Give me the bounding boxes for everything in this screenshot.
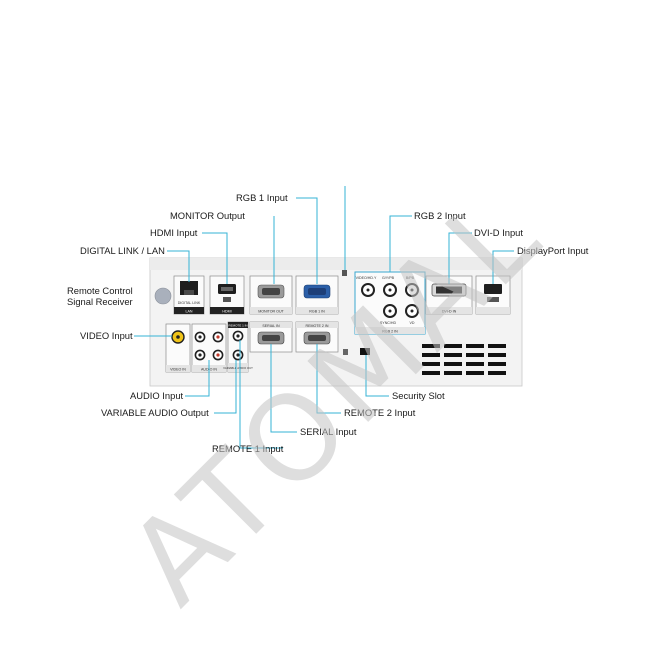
label-security-slot: Security Slot xyxy=(392,390,445,401)
vent-grille xyxy=(422,344,506,375)
serial-in-port-block: SERIAL IN xyxy=(249,321,293,353)
rgb2-mark-top-right: B/PB xyxy=(406,276,415,280)
remote-receiver-sensor xyxy=(154,287,172,305)
digital-link-port-block: DIGITAL LINK LAN xyxy=(173,275,205,315)
label-remote-control-line2: Signal Receiver xyxy=(67,296,133,307)
rgb1-in-mark: RGB 1 IN xyxy=(309,310,325,314)
lan-mark: LAN xyxy=(186,310,193,314)
label-hdmi-input: HDMI Input xyxy=(150,227,198,238)
rgb2-mark-bottom-right: VD xyxy=(410,321,415,325)
security-lock-icon xyxy=(343,349,348,355)
rgb2-mark-bottom-left: SYNC/HD xyxy=(380,321,397,325)
label-rgb1-input: RGB 1 Input xyxy=(236,192,288,203)
monitor-out-port-block: MONITOR OUT xyxy=(249,275,293,315)
security-slot xyxy=(360,348,370,355)
monitor-out-mark: MONITOR OUT xyxy=(258,310,284,314)
callout-labels: RGB 1 Input MONITOR Output HDMI Input DI… xyxy=(67,192,589,454)
label-digital-link-lan: DIGITAL LINK / LAN xyxy=(80,245,165,256)
hdmi-mark: HDMI xyxy=(222,310,231,314)
remote1-in-mark: REMOTE 1 IN xyxy=(228,324,247,328)
label-displayport-input: DisplayPort Input xyxy=(517,245,589,256)
rgb2-in-mark: RGB 2 IN xyxy=(382,330,398,334)
leader-lines xyxy=(134,186,514,449)
label-variable-audio-output: VARIABLE AUDIO Output xyxy=(101,407,209,418)
rgb2-mark-top-left: VIDEO/HD.Y xyxy=(356,276,377,280)
lock-indicator-icon xyxy=(342,270,347,276)
label-video-input: VIDEO Input xyxy=(80,330,133,341)
video-in-port-block: VIDEO IN xyxy=(165,323,191,373)
digital-link-mark: DIGITAL LINK xyxy=(178,301,201,305)
dvid-in-mark: DVI-D IN xyxy=(442,310,457,314)
label-serial-input: SERIAL Input xyxy=(300,426,357,437)
rgb2-mark-top-mid: G/Y/PB xyxy=(382,276,395,280)
label-rgb2-input: RGB 2 Input xyxy=(414,210,466,221)
label-remote-control-line1: Remote Control xyxy=(67,285,133,296)
serial-in-mark: SERIAL IN xyxy=(262,324,280,328)
rgb2-in-port-block: VIDEO/HD.Y G/Y/PB B/PB SYNC/HD VD RGB 2 … xyxy=(354,271,426,335)
video-in-mark: VIDEO IN xyxy=(170,368,186,372)
variable-audio-out-mark: VARIABLE AUDIO OUT xyxy=(223,366,253,370)
label-dvid-input: DVI-D Input xyxy=(474,227,523,238)
remote1-variable-audio-block: REMOTE 1 IN VARIABLE AUDIO OUT xyxy=(223,321,253,373)
hdmi-port-block: HDMI xyxy=(209,275,245,315)
label-remote2-input: REMOTE 2 Input xyxy=(344,407,416,418)
label-remote1-input: REMOTE 1 Input xyxy=(212,443,284,454)
remote2-in-mark: REMOTE 2 IN xyxy=(306,324,329,328)
label-monitor-output: MONITOR Output xyxy=(170,210,245,221)
label-audio-input: AUDIO Input xyxy=(130,390,184,401)
